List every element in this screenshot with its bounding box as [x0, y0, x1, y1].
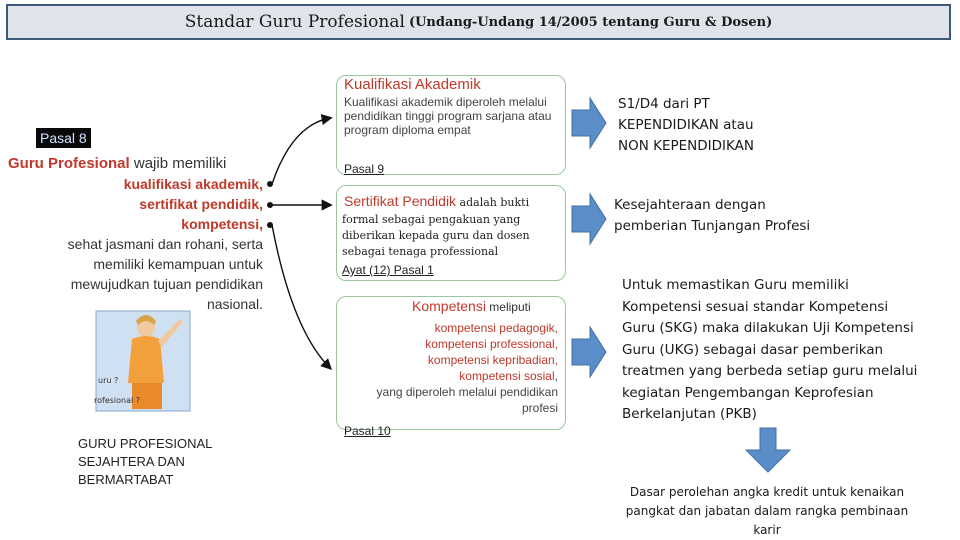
- right-text-3-line-1: Untuk memastikan Guru memiliki: [622, 277, 849, 293]
- left-line-rest-3: mewujudkan tujuan pendidikan: [70, 276, 263, 292]
- right-text-2-line-1: Kesejahteraan dengan: [614, 197, 766, 213]
- right-text-3: Untuk memastikan Guru memiliki Kompetens…: [622, 275, 952, 426]
- sertifikat-title: Sertifikat Pendidik adalah bukti: [344, 193, 529, 209]
- right-text-3-line-7: Berkelanjutan (PKB): [622, 406, 757, 422]
- kompetensi-rest-2: profesi: [521, 401, 558, 415]
- kompetensi-title-tail: meliputi: [485, 300, 531, 314]
- kompetensi-item-2: kompetensi professional,: [425, 337, 558, 351]
- connector-kompetensi: [271, 224, 332, 370]
- kompetensi-items: kompetensi pedagogik, kompetensi profess…: [342, 320, 558, 416]
- bottom-left-line-1: GURU PROFESIONAL: [78, 436, 213, 451]
- teacher-clipart: uru ? rofesional ?: [94, 310, 191, 412]
- clipart-label-2: rofesional ?: [94, 396, 140, 405]
- teacher-arm: [158, 319, 183, 347]
- bullet-dot-1: [267, 181, 273, 187]
- title-bar: Standar Guru Profesional (Undang-Undang …: [6, 4, 951, 40]
- left-line-1: Guru Profesional wajib memiliki: [8, 155, 227, 172]
- right-text-3-line-6: kegiatan Pengembangan Keprofesian: [622, 384, 874, 401]
- right-text-4: Dasar perolehan angka kredit untuk kenai…: [612, 483, 922, 540]
- right-text-1-line-2: KEPENDIDIKAN atau: [618, 117, 754, 133]
- right-text-2: Kesejahteraan dengan pemberian Tunjangan…: [614, 195, 854, 237]
- kompetensi-item-3: kompetensi kepribadian,: [427, 353, 558, 367]
- page-title: Standar Guru Profesional: [184, 12, 405, 32]
- left-line-rest-1: sehat jasmani dan rohani, serta: [67, 236, 263, 252]
- kompetensi-item-4: kompetensi sosial: [459, 369, 555, 383]
- kualifikasi-ref: Pasal 9: [344, 162, 385, 176]
- left-item-kompetensi: kompetensi,: [181, 216, 263, 232]
- sertifikat-title-tail: adalah bukti: [456, 196, 530, 209]
- left-line-rest-2: memiliki kemampuan untuk: [93, 256, 263, 272]
- right-text-2-line-2: pemberian Tunjangan Profesi: [614, 218, 811, 234]
- right-text-4-line-2: pangkat dan jabatan dalam rangka pembina…: [625, 504, 909, 518]
- pasal-8-label: Pasal 8: [36, 128, 91, 148]
- right-text-3-line-5: treatmen yang berbeda setiap guru melalu…: [622, 363, 918, 379]
- arrow-right-1: [571, 96, 607, 150]
- kompetensi-item-4-tail: ,: [554, 369, 558, 383]
- left-item-kualifikasi: kualifikasi akademik,: [123, 176, 263, 192]
- sertifikat-ref: Ayat (12) Pasal 1: [342, 263, 434, 277]
- bullet-dot-2: [267, 202, 273, 208]
- right-text-3-line-2: Kompetensi sesuai standar Kompetensi: [622, 298, 889, 315]
- right-text-4-line-1: Dasar perolehan angka kredit untuk kenai…: [629, 485, 905, 499]
- kualifikasi-title: Kualifikasi Akademik: [344, 76, 481, 93]
- guru-profesional-label: Guru Profesional: [8, 155, 130, 172]
- sertifikat-body: formal sebagai pengakuan yang diberikan …: [342, 213, 530, 258]
- teacher-body: [128, 336, 164, 383]
- sertifikat-box: [336, 185, 566, 281]
- teacher-skirt: [132, 383, 162, 409]
- bottom-left-line-3: BERMARTABAT: [78, 472, 174, 487]
- kualifikasi-body: Kualifikasi akademik diperoleh melalui p…: [344, 95, 552, 137]
- arrow-right-2: [571, 192, 607, 246]
- kompetensi-box: [336, 296, 566, 430]
- left-item-sertifikat: sertifikat pendidik,: [139, 196, 263, 212]
- kompetensi-item-1: kompetensi pedagogik,: [434, 321, 558, 335]
- kompetensi-item-4-row: kompetensi sosial,: [342, 368, 558, 384]
- arrow-down: [744, 427, 792, 473]
- bottom-left-line-2: SEJAHTERA DAN: [78, 454, 185, 469]
- kompetensi-ref: Pasal 10: [344, 424, 391, 438]
- clipart-label-1: uru ?: [98, 376, 118, 385]
- left-description: Guru Profesional wajib memiliki kualifik…: [8, 154, 263, 314]
- left-line-rest-4: nasional.: [206, 296, 263, 312]
- bottom-left-text: GURU PROFESIONAL SEJAHTERA DAN BERMARTAB…: [78, 435, 248, 489]
- kompetensi-rest-1: yang diperoleh melalui pendidikan: [376, 385, 558, 399]
- bullet-dot-3: [267, 222, 273, 228]
- right-text-4-line-3: karir: [753, 523, 781, 537]
- connector-kualifikasi: [271, 114, 333, 185]
- kualifikasi-box: [336, 75, 566, 175]
- right-text-1: S1/D4 dari PT KEPENDIDIKAN atau NON KEPE…: [618, 94, 808, 157]
- sertifikat-title-main: Sertifikat Pendidik: [344, 193, 457, 209]
- right-text-1-line-3: NON KEPENDIDIKAN: [618, 138, 754, 154]
- arrow-right-3: [571, 325, 607, 379]
- right-text-3-line-4: Guru (UKG) sebagai dasar pemberikan: [622, 341, 884, 358]
- page-subtitle: (Undang-Undang 14/2005 tentang Guru & Do…: [408, 14, 773, 30]
- right-text-3-line-3: Guru (SKG) maka dilakukan Uji Kompetensi: [622, 320, 914, 336]
- right-text-1-line-1: S1/D4 dari PT: [618, 96, 710, 112]
- kompetensi-title: Kompetensi meliputi: [412, 298, 531, 314]
- kompetensi-title-main: Kompetensi: [412, 298, 486, 314]
- teacher-hair: [136, 315, 156, 325]
